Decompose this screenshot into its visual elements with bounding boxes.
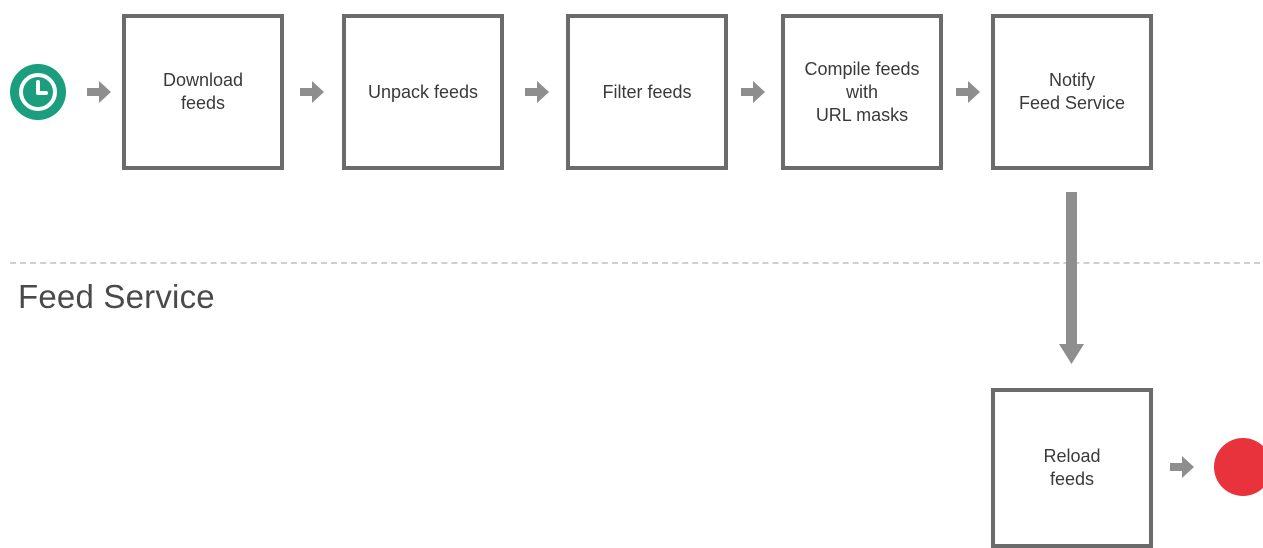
step-label: Compile feeds with URL masks [804,58,920,125]
arrow-right-icon [525,81,549,103]
arrow-right-icon [956,81,980,103]
step-label: Download feeds [162,70,244,113]
step-notify-feed-service[interactable]: Notify Feed Service [991,14,1153,170]
connector-line [1066,192,1077,346]
step-label: Filter feeds [602,81,692,102]
clock-icon [10,64,66,120]
arrow-right-icon [1170,456,1194,478]
arrow-right-icon [87,81,111,103]
arrow-down-icon [1059,344,1084,364]
step-label: Notify Feed Service [1018,70,1126,113]
arrow-right-icon [300,81,324,103]
step-unpack-feeds[interactable]: Unpack feeds [342,14,504,170]
lane-title-feed-service: Feed Service [18,278,215,315]
step-download-feeds[interactable]: Download feeds [122,14,284,170]
step-filter-feeds[interactable]: Filter feeds [566,14,728,170]
step-reload-feeds[interactable]: Reload feeds [991,388,1153,548]
step-label: Unpack feeds [367,81,479,102]
end-event [1214,438,1263,496]
step-compile-feeds[interactable]: Compile feeds with URL masks [781,14,943,170]
lane-divider [10,262,1260,264]
arrow-right-icon [741,81,765,103]
step-label: Reload feeds [1043,446,1101,489]
